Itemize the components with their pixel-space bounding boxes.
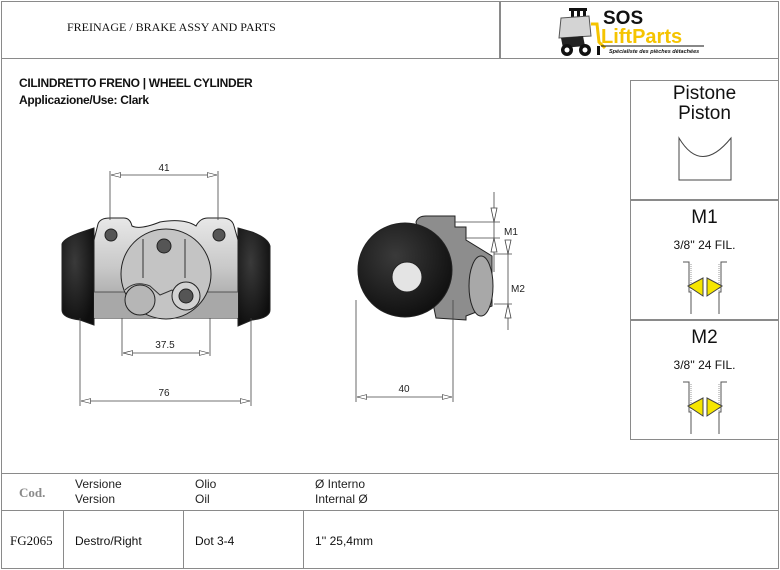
wheel-cylinder-drawing: 41 37.5 76 40 M1 M2 bbox=[61, 163, 525, 406]
table-col-divider bbox=[183, 510, 184, 569]
m2-panel: M2 3/8'' 24 FIL. bbox=[630, 320, 779, 440]
product-title: CILINDRETTO FRENO | WHEEL CYLINDER bbox=[19, 76, 253, 90]
dimension-m2: M2 bbox=[511, 284, 525, 295]
logo-liftparts: LiftParts bbox=[601, 26, 682, 48]
side-view bbox=[357, 215, 494, 321]
logo-tagline: Spécialiste des pièches détachées bbox=[609, 49, 699, 55]
table-row-divider bbox=[1, 510, 779, 511]
piston-title-en: Piston bbox=[678, 103, 731, 124]
table-col-divider bbox=[303, 510, 304, 569]
header-version-it: Versione bbox=[75, 477, 122, 491]
dimension-40: 40 bbox=[398, 384, 410, 395]
cell-version: Destro/Right bbox=[75, 534, 142, 548]
header-oil-en: Oil bbox=[195, 492, 210, 506]
dimension-76: 76 bbox=[158, 388, 170, 399]
cell-cod: FG2065 bbox=[10, 533, 53, 548]
logo-sos: SOS bbox=[603, 8, 643, 29]
product-application: Applicazione/Use: Clark bbox=[19, 93, 149, 107]
logo-box: SOS LiftParts Spécialiste des pièches dé… bbox=[500, 1, 779, 59]
forklift-icon bbox=[558, 8, 607, 56]
header-title-box bbox=[1, 1, 500, 59]
header-oil-it: Olio bbox=[195, 477, 217, 491]
dimension-m1: M1 bbox=[504, 227, 518, 238]
header-diameter-it: Ø Interno bbox=[315, 477, 366, 491]
cell-oil: Dot 3-4 bbox=[195, 534, 235, 548]
sos-liftparts-logo: SOS LiftParts Spécialiste des pièches dé… bbox=[558, 8, 704, 56]
m1-thread-fitting-icon bbox=[683, 261, 727, 314]
m1-spec: 3/8'' 24 FIL. bbox=[673, 238, 736, 252]
dimension-41: 41 bbox=[158, 163, 170, 174]
dimension-37-5: 37.5 bbox=[155, 340, 175, 351]
m2-title: M2 bbox=[691, 327, 718, 348]
m1-panel: M1 3/8'' 24 FIL. bbox=[630, 200, 779, 320]
header-version-en: Version bbox=[75, 492, 116, 506]
piston-title-it: Pistone bbox=[672, 83, 737, 104]
m2-spec: 3/8'' 24 FIL. bbox=[673, 358, 736, 372]
page-title: FREINAGE / BRAKE ASSY AND PARTS bbox=[67, 20, 276, 34]
piston-panel: Pistone Piston bbox=[630, 80, 779, 200]
table-col-divider bbox=[63, 510, 64, 569]
m1-title: M1 bbox=[691, 207, 718, 228]
m2-thread-fitting-icon bbox=[683, 381, 727, 434]
cell-diameter: 1'' 25,4mm bbox=[315, 534, 373, 548]
piston-icon bbox=[678, 136, 732, 181]
header-cod: Cod. bbox=[19, 485, 46, 500]
front-view bbox=[61, 217, 271, 327]
specs-table bbox=[1, 473, 779, 569]
header-diameter-en: Internal Ø bbox=[315, 492, 368, 506]
